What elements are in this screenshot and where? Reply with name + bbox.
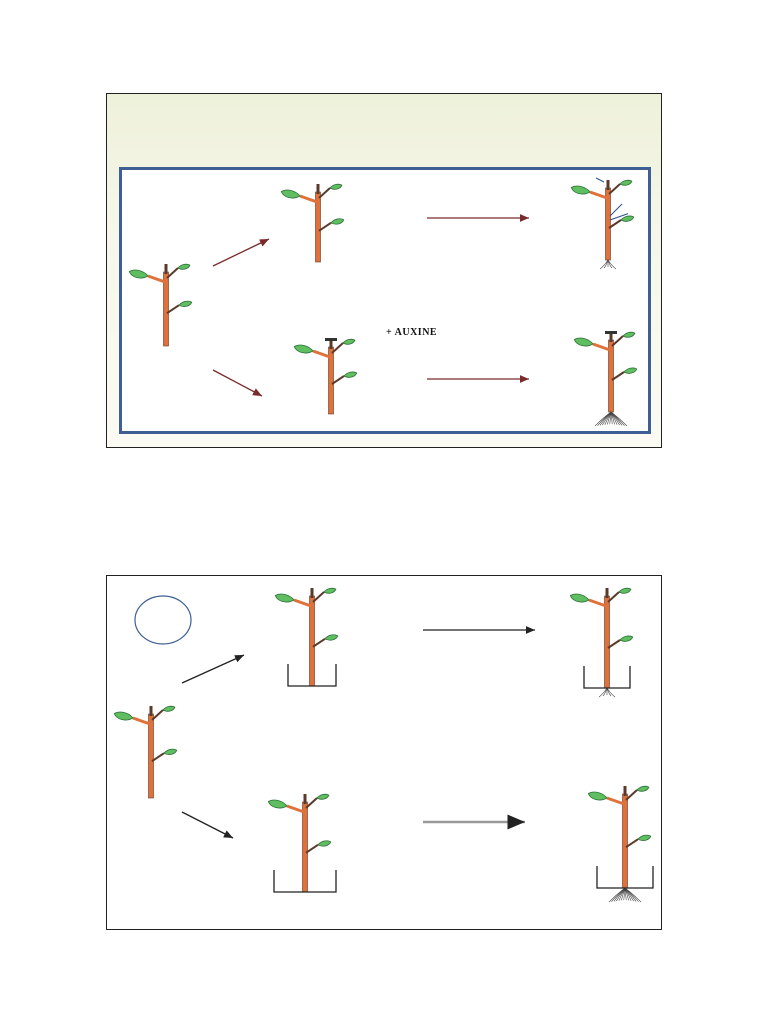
pot-icon [583,666,631,689]
slide-2 [106,575,662,930]
cutting-plant-icon [293,338,358,415]
auxin-label: + AUXINE [386,327,438,338]
shoot-icon [595,177,629,221]
ellipse-marker-icon [134,595,192,645]
cutting-plant-icon [570,177,635,270]
cutting-plant-icon [573,331,638,427]
pot-icon [287,664,337,687]
arrow-icon [181,654,245,684]
cutting-plant-icon [113,705,178,799]
pot-icon [596,866,654,889]
cutting-plant-icon [569,587,634,698]
roots-icon [608,887,642,903]
cutting-plant-icon [267,793,337,893]
cutting-plant-icon [280,183,345,263]
arrow-icon [212,369,263,397]
arrow-icon [181,811,234,839]
cutting-plant-icon [128,263,193,347]
roots-icon [598,687,616,698]
slide-1: + AUXINE [106,93,662,448]
cutting-plant-icon [274,587,339,687]
roots-icon [594,411,628,427]
slide-1-diagram [128,177,638,427]
arrow-icon [212,238,270,267]
roots-icon [599,259,617,270]
cutting-plant-icon [587,785,654,903]
diagram-frame [119,167,651,434]
slide-2-diagram [113,587,654,903]
pot-icon [273,870,337,893]
